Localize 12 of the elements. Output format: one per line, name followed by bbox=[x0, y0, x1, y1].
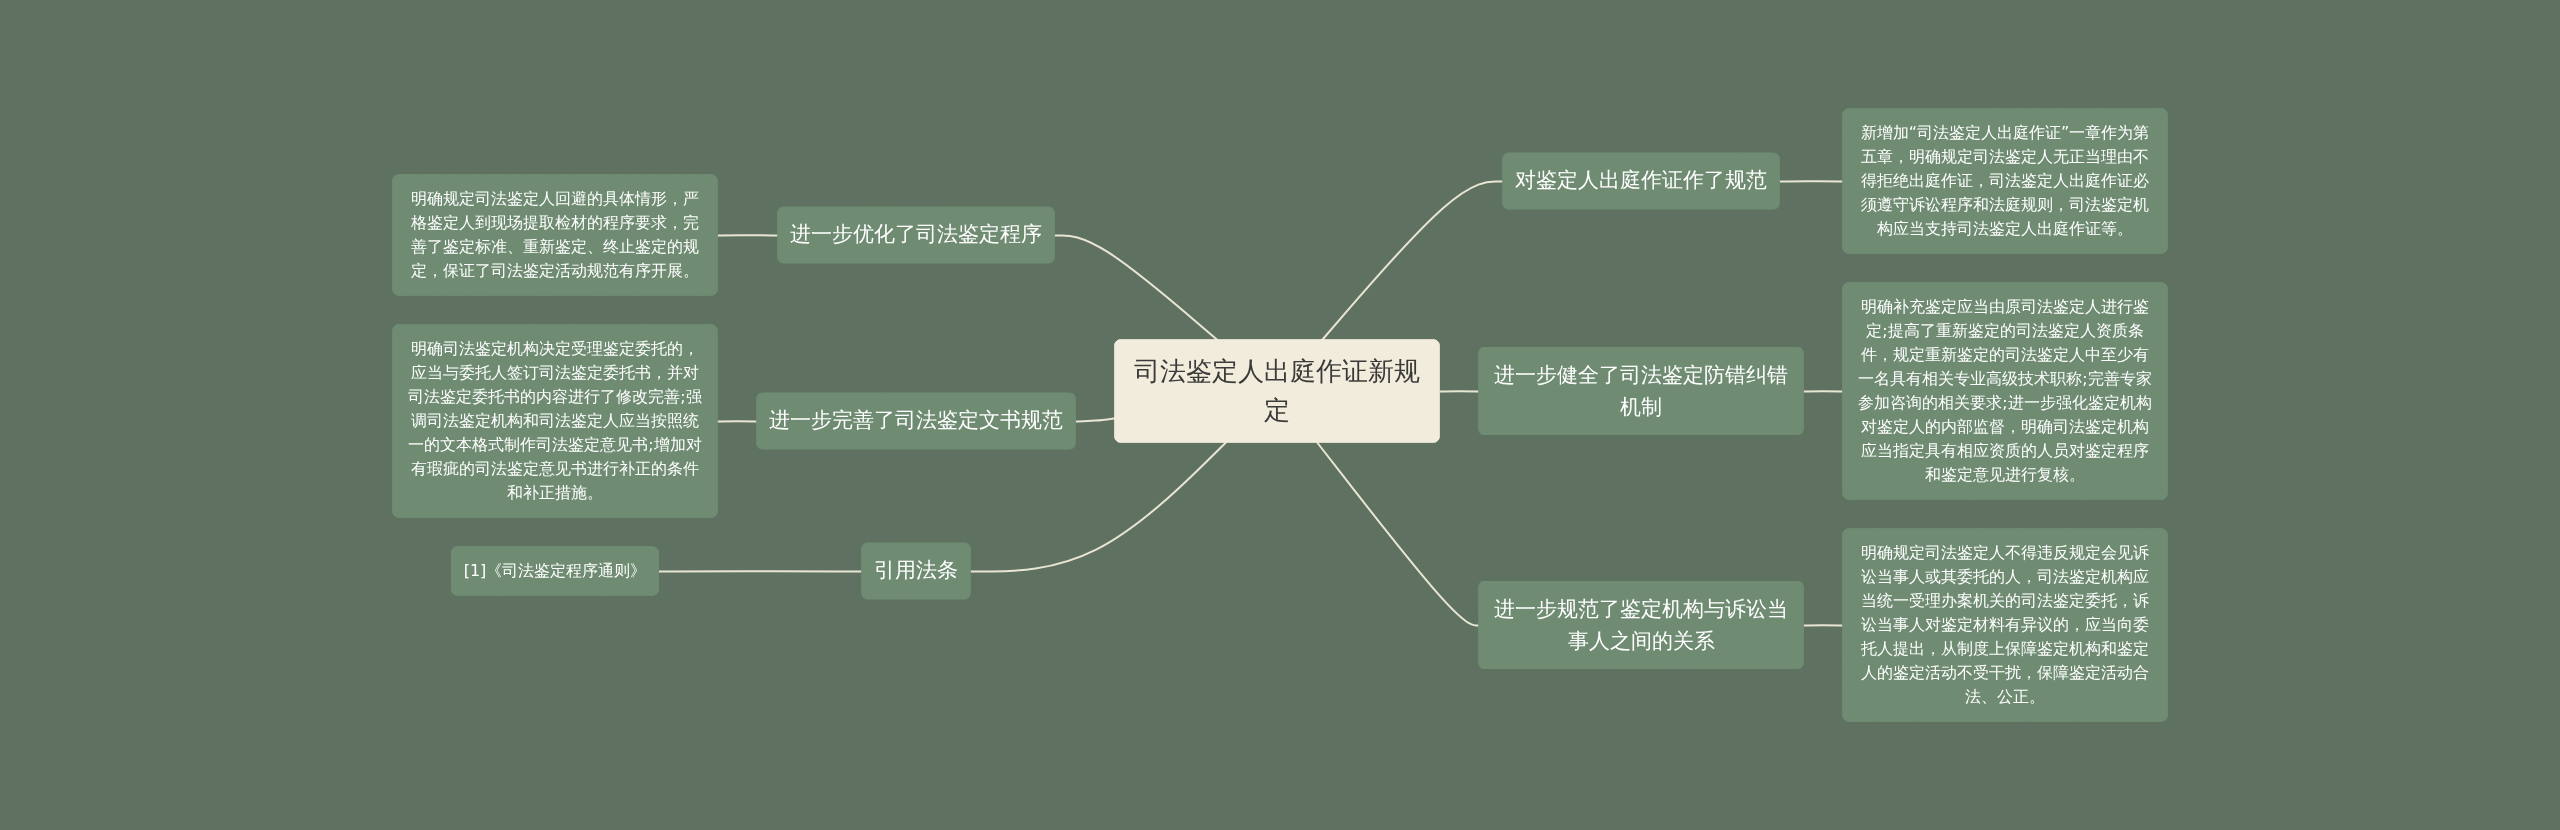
connector bbox=[1802, 624, 1845, 627]
connector bbox=[716, 420, 759, 423]
connector bbox=[969, 441, 1227, 573]
connector bbox=[1316, 441, 1481, 627]
connector bbox=[1802, 390, 1845, 393]
connector bbox=[1438, 390, 1481, 393]
connector bbox=[1778, 180, 1845, 183]
connector bbox=[657, 570, 864, 573]
connector bbox=[1074, 417, 1117, 423]
connector bbox=[716, 234, 780, 237]
connector bbox=[1320, 180, 1505, 342]
connector bbox=[1053, 234, 1219, 342]
